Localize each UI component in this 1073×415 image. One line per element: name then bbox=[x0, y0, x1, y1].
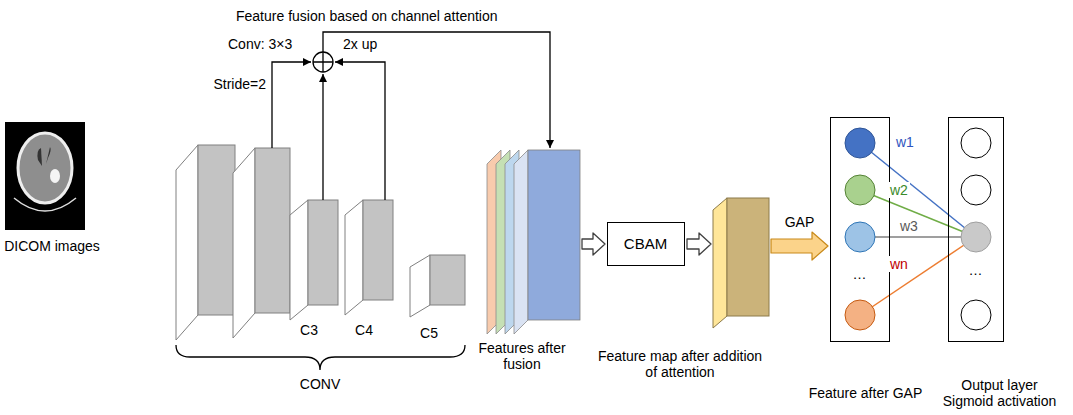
output-neuron bbox=[961, 300, 991, 330]
attention-face bbox=[727, 198, 769, 316]
fused-face bbox=[528, 150, 580, 320]
section-title: Feature fusion based on channel attentio… bbox=[236, 8, 498, 24]
feature-map: C3 bbox=[290, 200, 338, 320]
fusion-line bbox=[322, 74, 323, 200]
layer-caption: Output layer Sigmoid activation bbox=[936, 377, 1064, 409]
ellipsis: … bbox=[961, 262, 991, 278]
module-label: CBAM bbox=[624, 235, 667, 252]
fusion-line bbox=[335, 62, 385, 200]
slab-side bbox=[233, 148, 255, 338]
attention-side bbox=[713, 198, 727, 328]
hemorrhage bbox=[50, 169, 60, 183]
weight-line bbox=[860, 237, 976, 315]
ct-image bbox=[5, 122, 85, 230]
ventricle bbox=[37, 148, 42, 166]
weight-label: w3 bbox=[898, 218, 920, 234]
slab-face bbox=[363, 200, 393, 300]
slab-side bbox=[290, 200, 308, 320]
output-layer: …Output layer Sigmoid activation bbox=[948, 117, 1004, 342]
weight-label: wn bbox=[888, 256, 910, 272]
fused-features: Features after fusion bbox=[487, 150, 580, 334]
annotation: Stride=2 bbox=[213, 76, 266, 92]
slab-face bbox=[198, 145, 235, 315]
weight-line bbox=[860, 236, 976, 238]
annotation: 2x up bbox=[343, 36, 377, 52]
map-caption: Feature map after addition of attention bbox=[592, 348, 768, 380]
output-neuron bbox=[961, 175, 991, 205]
fusion-line bbox=[323, 32, 550, 148]
sum-symbol bbox=[313, 52, 333, 72]
gap-neuron bbox=[845, 300, 875, 330]
block-arrow bbox=[687, 233, 711, 255]
gap-neuron bbox=[845, 222, 875, 252]
slab-side bbox=[176, 145, 198, 340]
output-neuron bbox=[961, 128, 991, 158]
gap-vector: …Feature after GAP bbox=[830, 117, 890, 342]
feature-map: C4 bbox=[345, 200, 393, 315]
input-image: DICOM images bbox=[5, 122, 87, 230]
headrest bbox=[14, 198, 76, 211]
ventricle bbox=[46, 147, 51, 164]
attention-module: CBAM bbox=[607, 222, 685, 266]
edge-label: GAP bbox=[783, 214, 817, 230]
feature-map: C5 bbox=[410, 255, 465, 317]
skull bbox=[18, 133, 72, 203]
annotation: CONV bbox=[300, 376, 340, 392]
slab-face bbox=[308, 200, 338, 305]
weight-line bbox=[860, 143, 976, 237]
attention-map: Feature map after addition of attention bbox=[713, 198, 769, 328]
slab-side bbox=[410, 255, 430, 317]
fused-layer bbox=[514, 150, 528, 334]
stage-label: C5 bbox=[414, 325, 444, 341]
stage-label: C3 bbox=[294, 322, 324, 338]
stage-label: C4 bbox=[349, 322, 379, 338]
ellipsis: … bbox=[845, 266, 875, 282]
brace bbox=[176, 345, 465, 370]
gap-neuron bbox=[845, 128, 875, 158]
gap-neuron bbox=[845, 175, 875, 205]
slab-side bbox=[345, 200, 363, 315]
sum-symbol bbox=[313, 52, 333, 72]
weight-line bbox=[860, 190, 976, 237]
image-caption: DICOM images bbox=[2, 238, 102, 254]
weight-label: w2 bbox=[888, 182, 910, 198]
annotation: Conv: 3×3 bbox=[228, 36, 292, 52]
fusion-line bbox=[272, 62, 311, 148]
slab-face bbox=[430, 255, 465, 305]
slab-face bbox=[255, 148, 290, 313]
layer-caption: Feature after GAP bbox=[800, 385, 932, 401]
block-arrow bbox=[582, 233, 605, 255]
output-neuron bbox=[961, 222, 991, 252]
block-arrow bbox=[771, 232, 828, 260]
map-caption: Features after fusion bbox=[470, 340, 574, 372]
weight-label: w1 bbox=[894, 134, 916, 150]
